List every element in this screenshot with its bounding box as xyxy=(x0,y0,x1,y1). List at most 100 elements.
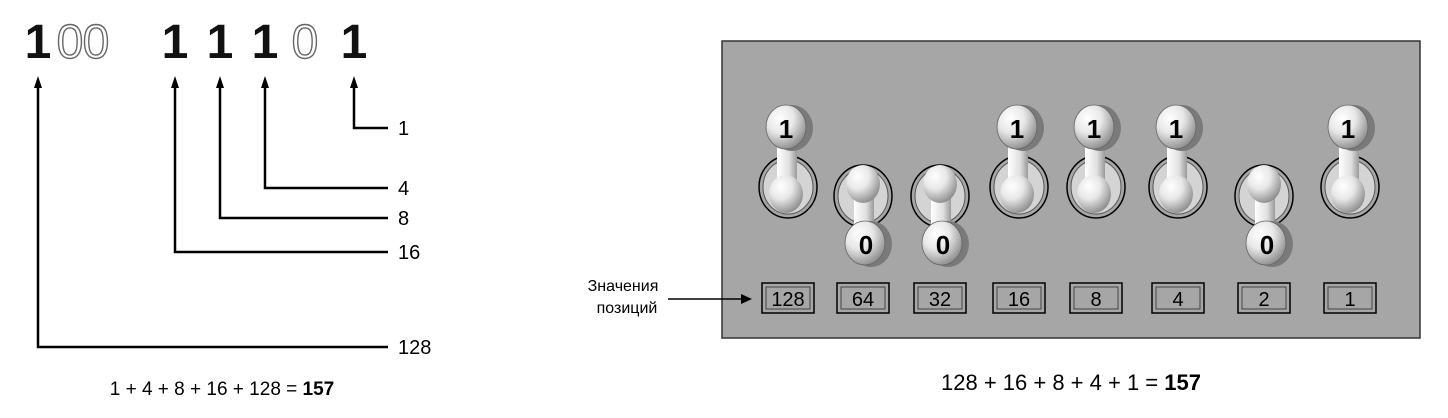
binary-digit-2: 0 xyxy=(83,16,110,69)
toggle-switch-2[interactable]: 02 xyxy=(1234,164,1294,314)
callout-lines: 1 4 8 16 128 xyxy=(34,76,431,359)
callout-arrowhead xyxy=(350,76,358,88)
callout-arrowhead xyxy=(216,76,224,88)
switch-knob xyxy=(996,104,1038,150)
binary-digit-4: 1 xyxy=(207,16,234,69)
callout-label-4: 4 xyxy=(398,178,409,200)
position-value-box xyxy=(1323,282,1377,314)
binary-digit-1: 0 xyxy=(57,16,84,69)
position-value-box-inner xyxy=(1073,286,1119,310)
position-value-4: 4 xyxy=(1172,289,1183,311)
switch-knob xyxy=(765,104,807,150)
right-equation: 128 + 16 + 8 + 4 + 1 = 157 xyxy=(941,370,1201,395)
switch-state-label: 1 xyxy=(1341,114,1355,144)
binary-digit-7: 1 xyxy=(341,16,368,69)
position-value-box-inner xyxy=(765,286,811,310)
position-value-64: 64 xyxy=(852,289,874,311)
position-value-box xyxy=(913,282,967,314)
position-value-32: 32 xyxy=(929,289,951,311)
left-equation-result: 157 xyxy=(303,379,335,400)
position-value-box-inner xyxy=(917,286,963,310)
binary-digit-0: 1 xyxy=(25,16,52,69)
switch-knob xyxy=(1245,220,1287,266)
switch-state-label: 1 xyxy=(1087,114,1101,144)
callout-line xyxy=(218,86,388,220)
switch-state-label: 1 xyxy=(1169,114,1183,144)
callout-16: 16 xyxy=(171,76,420,264)
position-value-box xyxy=(992,282,1046,314)
switch-knob xyxy=(1155,104,1197,150)
binary-digit-6: 0 xyxy=(292,16,319,69)
callout-label-16: 16 xyxy=(398,242,420,264)
toggle-switch-4[interactable]: 14 xyxy=(1148,104,1208,314)
left-equation: 1 + 4 + 8 + 16 + 128 = 157 xyxy=(110,379,335,400)
callout-1: 1 xyxy=(350,76,409,140)
left-equation-terms: 1 + 4 + 8 + 16 + 128 = xyxy=(110,379,303,400)
binary-digit-5: 1 xyxy=(252,16,279,69)
switch-lever-end xyxy=(1077,175,1111,213)
callout-arrowhead xyxy=(171,76,179,88)
position-value-box-inner xyxy=(1241,286,1287,310)
position-value-box xyxy=(1069,282,1123,314)
position-value-box xyxy=(1237,282,1291,314)
position-value-box-inner xyxy=(1327,286,1373,310)
switch-state-label: 0 xyxy=(859,230,873,260)
callout-line xyxy=(36,86,388,349)
position-label-line1: Значения xyxy=(588,278,659,295)
callout-arrowhead xyxy=(261,76,269,88)
switch-state-label: 1 xyxy=(779,114,793,144)
position-label-line2: позиций xyxy=(597,300,658,317)
callout-label-1: 1 xyxy=(398,118,409,140)
toggle-switch-32[interactable]: 0 32 xyxy=(910,164,970,314)
position-value-1: 1 xyxy=(1344,289,1355,311)
binary-digit-3: 1 xyxy=(162,16,189,69)
position-value-box-inner xyxy=(840,286,886,310)
position-label-arrowhead xyxy=(741,294,752,304)
switch-state-label: 1 xyxy=(1010,114,1024,144)
callout-line xyxy=(352,86,388,130)
switch-state-label: 0 xyxy=(936,230,950,260)
right-equation-terms: 128 + 16 + 8 + 4 + 1 = xyxy=(941,370,1164,395)
switch-lever-end xyxy=(1000,175,1034,213)
switch-knob xyxy=(1073,104,1115,150)
toggle-switch-8[interactable]: 18 xyxy=(1066,104,1126,314)
position-value-128: 128 xyxy=(771,289,804,311)
switch-state-label: 0 xyxy=(1260,230,1274,260)
position-value-16: 16 xyxy=(1008,289,1030,311)
callout-4: 4 xyxy=(261,76,409,200)
toggle-switch-16[interactable]: 1 16 xyxy=(989,104,1049,314)
position-value-2: 2 xyxy=(1258,289,1269,311)
switch-knob xyxy=(1327,104,1369,150)
position-value-box xyxy=(761,282,815,314)
position-value-8: 8 xyxy=(1090,289,1101,311)
position-value-box xyxy=(1151,282,1205,314)
callout-arrowhead xyxy=(34,76,42,88)
callout-label-8: 8 xyxy=(398,208,409,230)
callout-128: 128 xyxy=(34,76,431,359)
position-value-box-inner xyxy=(1155,286,1201,310)
switch-lever-end xyxy=(1247,165,1281,203)
callout-8: 8 xyxy=(216,76,409,230)
switch-lever-end xyxy=(846,165,880,203)
callout-label-128: 128 xyxy=(398,337,431,359)
callout-line xyxy=(173,86,388,254)
right-equation-result: 157 xyxy=(1164,370,1201,395)
position-value-box-inner xyxy=(996,286,1042,310)
toggle-switch-1[interactable]: 11 xyxy=(1320,104,1380,314)
toggle-switch-64[interactable]: 0 64 xyxy=(833,164,893,314)
switch-lever-end xyxy=(1159,175,1193,213)
switch-lever-end xyxy=(769,175,803,213)
switch-lever-end xyxy=(1331,175,1365,213)
toggle-switch-128[interactable]: 1 128 xyxy=(758,104,818,314)
switch-lever-end xyxy=(923,165,957,203)
switch-knob xyxy=(844,220,886,266)
position-values-label: Значения позиций xyxy=(588,278,752,317)
position-value-box xyxy=(836,282,890,314)
switch-knob xyxy=(921,220,963,266)
callout-line xyxy=(263,86,388,190)
